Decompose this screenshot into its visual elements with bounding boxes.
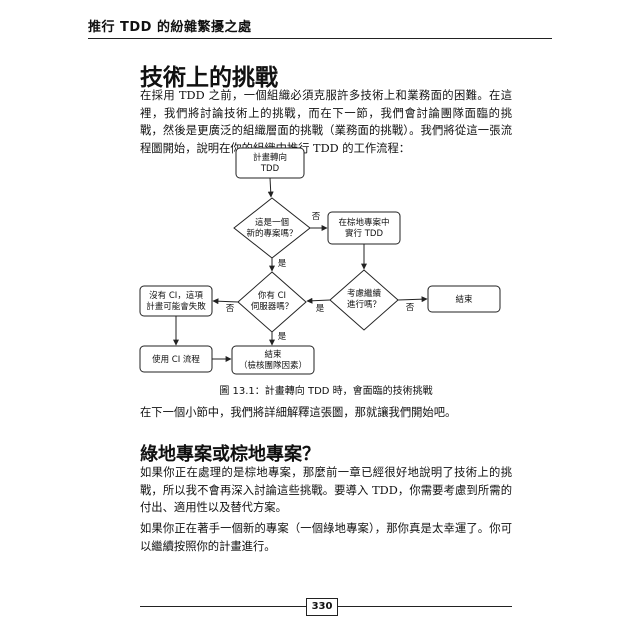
edge-label-ci-no: 否 bbox=[226, 304, 235, 314]
start-text-1: 計畫轉向 bbox=[253, 152, 287, 163]
decision-new-project bbox=[233, 197, 311, 259]
decision-ci-text-2: 伺服器嗎？ bbox=[251, 301, 294, 312]
decision-new-text-1: 這是一個 bbox=[255, 217, 289, 228]
section-heading-technical-challenges: 技術上的挑戰 bbox=[140, 65, 278, 91]
brownfield-paragraph: 如果你正在處理的是棕地專案，那麼前一章已經很好地說明了技術上的挑戰，所以我不會再… bbox=[140, 466, 512, 514]
brownfield-text-2: 實行 TDD bbox=[345, 228, 383, 239]
end-main-box bbox=[231, 345, 315, 375]
edge-label-new-yes: 是 bbox=[278, 259, 287, 269]
end-right-text: 結束 bbox=[455, 294, 473, 305]
running-header-title: 推行 TDD 的紛雜繁擾之處 bbox=[88, 20, 252, 35]
section-heading-greenfield-brownfield: 綠地專案或棕地專案？ bbox=[140, 444, 320, 465]
end-main-text-2: （檢核團隊因素） bbox=[239, 360, 307, 371]
figure-caption: 圖 13.1：計畫轉向 TDD 時，會面臨的技術挑戰 bbox=[219, 386, 433, 397]
use-ci-text: 使用 CI 流程 bbox=[152, 354, 200, 365]
edge-label-continue-no: 否 bbox=[406, 303, 415, 313]
running-header: 推行 TDD 的紛雜繁擾之處 bbox=[88, 12, 552, 39]
transition-paragraph: 在下一個小節中，我們將詳細解釋這張圖，那就讓我們開始吧。 bbox=[140, 406, 457, 419]
decision-continue-text-2: 進行嗎？ bbox=[347, 299, 381, 310]
decision-continue-text-1: 考慮繼續 bbox=[347, 288, 382, 299]
edge-label-new-no: 否 bbox=[312, 212, 321, 222]
decision-new-text-2: 新的專案嗎？ bbox=[246, 228, 297, 239]
edge-continue-to-end bbox=[397, 296, 428, 303]
decision-ci-text-1: 你有 CI bbox=[258, 290, 286, 301]
footer-rule-left bbox=[140, 606, 306, 607]
start-text-2: TDD bbox=[260, 164, 280, 174]
no-ci-note-text-2: 計畫可能會失敗 bbox=[146, 301, 206, 312]
edge-start-to-new bbox=[267, 177, 274, 198]
end-main-text-1: 結束 bbox=[264, 349, 282, 360]
edge-ci-to-note bbox=[212, 298, 239, 305]
greenfield-paragraph: 如果你正在著手一個新的專案（一個綠地專案），那你真是太幸運了。你可以繼續按照你的… bbox=[140, 522, 512, 553]
brownfield-text-1: 在棕地專案中 bbox=[338, 217, 389, 228]
decision-continue bbox=[329, 269, 399, 331]
edge-label-ci-yes: 是 bbox=[278, 332, 287, 342]
no-ci-note-text-1: 沒有 CI，這項 bbox=[149, 290, 203, 301]
edge-continue-to-ci bbox=[306, 297, 331, 304]
end-right-box bbox=[427, 285, 501, 313]
brownfield-box bbox=[327, 211, 401, 245]
page-number: 330 bbox=[306, 598, 338, 616]
footer-rule-right bbox=[336, 606, 512, 607]
edge-label-continue-yes: 是 bbox=[316, 304, 325, 314]
